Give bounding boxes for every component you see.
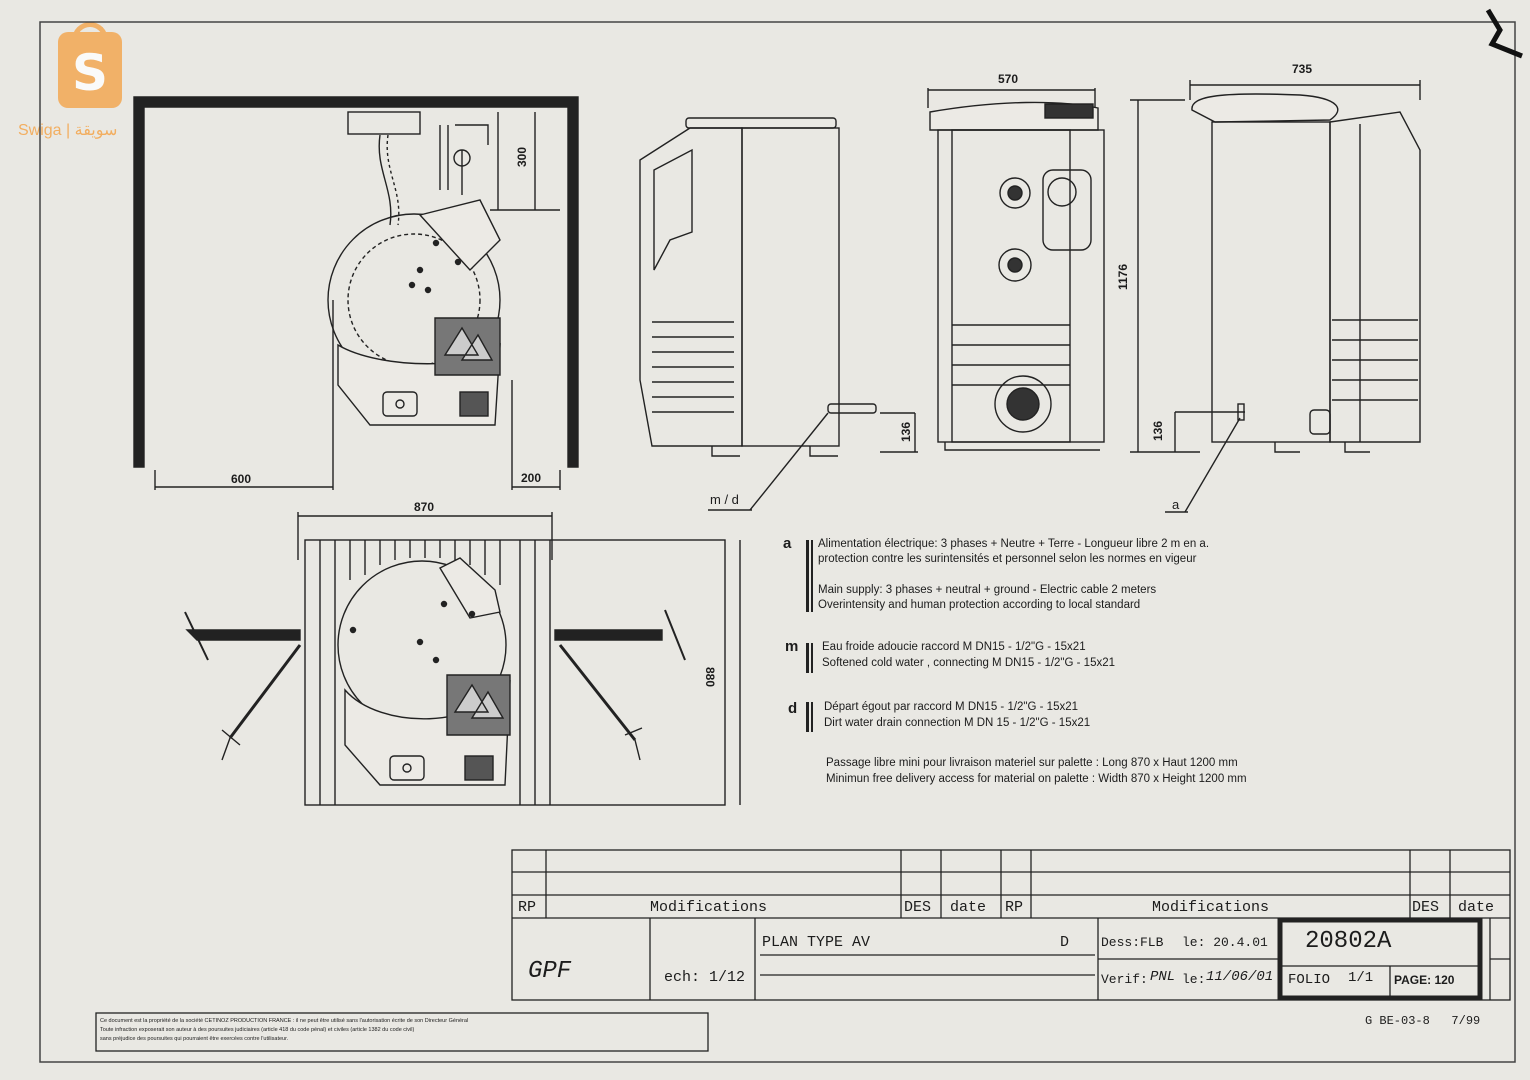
callout-a: a (1172, 497, 1180, 512)
tb-date-right: date (1458, 899, 1495, 916)
dim-side-height-conn: 136 (1151, 420, 1166, 442)
note-a-line-4: Main supply: 3 phases + neutral + ground… (818, 584, 1157, 596)
dim-plan-right: 200 (521, 471, 542, 485)
tb-verif-sign: PNL (1150, 969, 1176, 985)
dim-side-width: 735 (1292, 62, 1313, 76)
tb-verif-date: 11/06/01 (1206, 969, 1274, 985)
legal-line-2: Toute infraction exposerait son auteur à… (100, 1027, 415, 1033)
access-note-en: Minimun free delivery access for materia… (826, 773, 1247, 785)
dim-plan-depth: 300 (515, 146, 530, 168)
tb-drawn-label: Dess:FLB (1101, 935, 1164, 950)
tb-folio: 1/1 (1348, 970, 1374, 986)
tb-scale: ech: 1/12 (664, 969, 746, 986)
note-m-line-2: Softened cold water , connecting M DN15 … (822, 657, 1116, 669)
note-m-letter: m (785, 638, 799, 655)
wall-corner (133, 96, 579, 468)
note-a-line-2: protection contre les surintensités et p… (818, 553, 1197, 565)
tb-des-left: DES (904, 899, 932, 916)
tb-des-right: DES (1412, 899, 1440, 916)
tb-folio-label: FOLIO (1288, 972, 1331, 988)
note-m-line-1: Eau froide adoucie raccord M DN15 - 1/2"… (822, 641, 1086, 653)
callout-md: m / d (710, 492, 739, 507)
tb-modifications-left: Modifications (650, 899, 768, 916)
tb-date-left: date (950, 899, 987, 916)
tb-rp-left: RP (518, 899, 537, 916)
watermark: S Swiga | سويقة (18, 22, 168, 148)
legal-line-3: sans préjudice des poursuites qui pourra… (100, 1036, 289, 1042)
note-d-line-1: Départ égout par raccord M DN15 - 1/2"G … (824, 701, 1079, 713)
tb-page: PAGE: 120 (1394, 973, 1455, 987)
watermark-text: Swiga | سويقة (18, 122, 118, 139)
tb-rp-right: RP (1005, 899, 1024, 916)
watermark-logo-icon: S (58, 22, 122, 108)
note-a-line-1: Alimentation électrique: 3 phases + Neut… (818, 538, 1210, 550)
note-d-line-2: Dirt water drain connection M DN 15 - 1/… (824, 717, 1091, 729)
tb-title: PLAN TYPE AV (762, 934, 871, 951)
pallet-view (184, 512, 741, 806)
rear-view (927, 88, 1105, 451)
tb-drawn-date: le: 20.4.01 (1182, 935, 1268, 950)
note-bars (806, 540, 813, 732)
dim-pallet-depth: 880 (703, 666, 718, 688)
front-view (639, 117, 918, 511)
note-a-letter: a (783, 535, 792, 552)
tb-company: GPF (528, 958, 572, 985)
note-d-letter: d (788, 700, 798, 717)
tb-verif-date-label: le: (1182, 972, 1206, 987)
legal-line-1: Ce document est la propriété de la socié… (100, 1018, 469, 1024)
dim-rear-width: 570 (998, 72, 1019, 86)
title-block-grid (95, 849, 1511, 1052)
tb-revision: D (1060, 934, 1070, 951)
form-reference: G BE-03-8 7/99 (1365, 1014, 1481, 1028)
sheet-border (39, 21, 1516, 1063)
dim-front-height-conn: 136 (899, 421, 914, 443)
dim-pallet-width: 870 (414, 500, 435, 514)
side-view (1130, 80, 1421, 513)
dim-side-height: 1176 (1116, 263, 1131, 291)
dim-plan-left: 600 (231, 472, 252, 486)
plan-view-top-left (133, 96, 579, 490)
note-a-line-5: Overintensity and human protection accor… (818, 599, 1141, 611)
tb-drawing-number: 20802A (1305, 928, 1392, 955)
tb-modifications-right: Modifications (1152, 899, 1270, 916)
tb-verif-label: Verif: (1101, 972, 1148, 987)
access-note-fr: Passage libre mini pour livraison materi… (826, 757, 1238, 769)
